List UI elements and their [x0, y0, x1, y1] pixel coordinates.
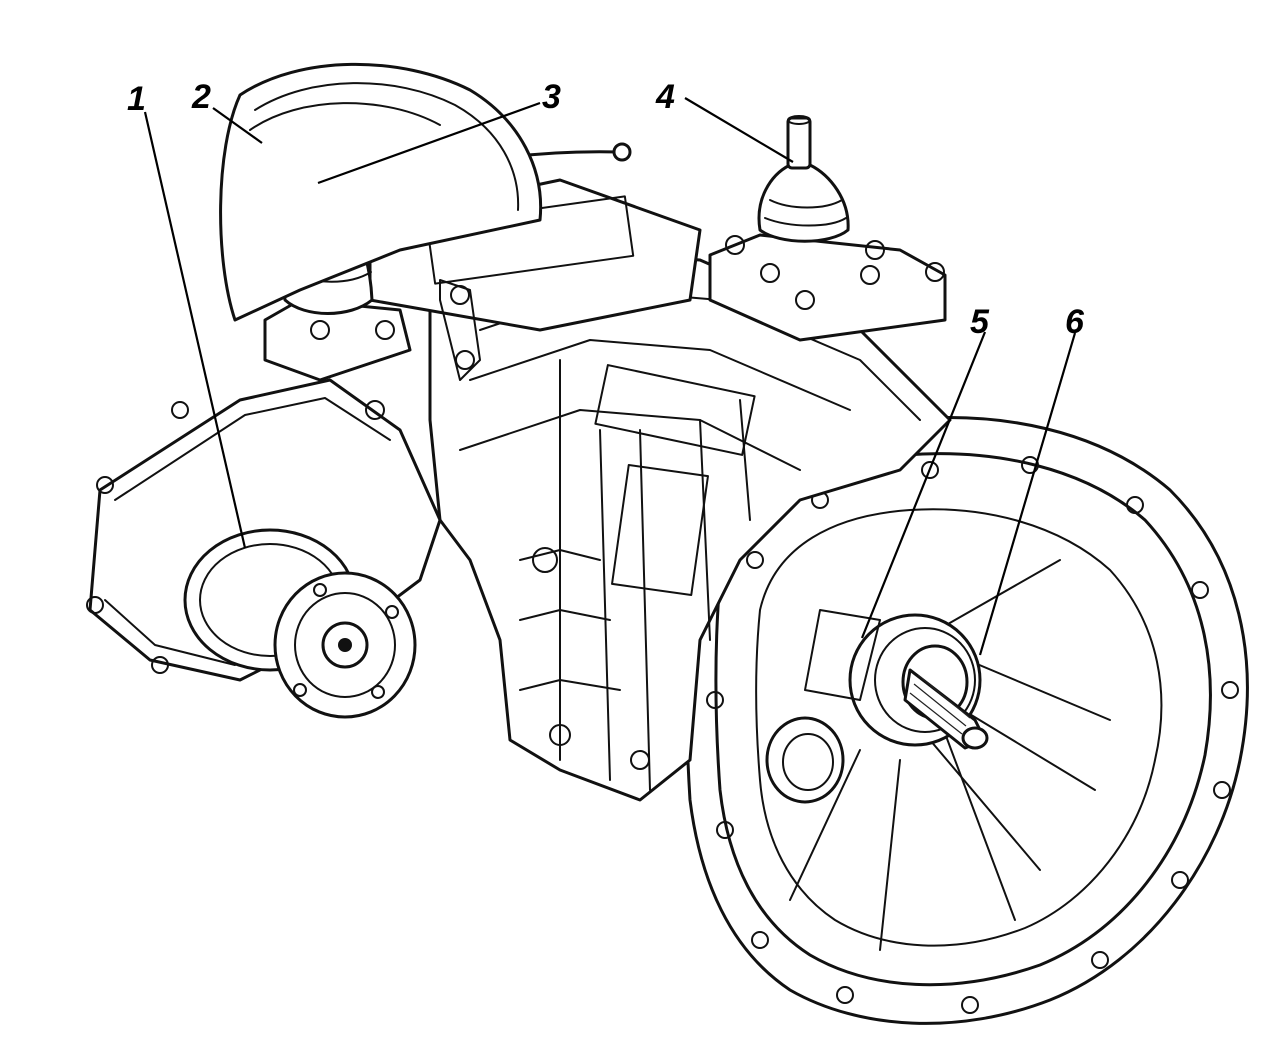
callout-6: 6	[1065, 303, 1085, 341]
leader-6	[978, 332, 1077, 656]
leader-lines	[143, 97, 1077, 656]
leader-3	[317, 101, 541, 185]
pto-housing	[86, 62, 543, 719]
leader-1	[143, 111, 247, 549]
gearbox-case	[428, 248, 952, 802]
callout-4: 4	[655, 78, 675, 116]
leader-2	[212, 107, 263, 144]
input-shaft	[903, 668, 989, 750]
callout-2: 2	[191, 78, 211, 116]
callout-1: 1	[127, 80, 146, 118]
leader-5	[860, 331, 987, 639]
callouts: 1 2 3 4 5 6	[127, 78, 1085, 341]
remote-shift-block	[708, 115, 947, 342]
leader-4	[684, 97, 794, 163]
output-flange	[183, 528, 417, 719]
callout-3: 3	[542, 78, 561, 116]
callout-5: 5	[970, 303, 990, 341]
